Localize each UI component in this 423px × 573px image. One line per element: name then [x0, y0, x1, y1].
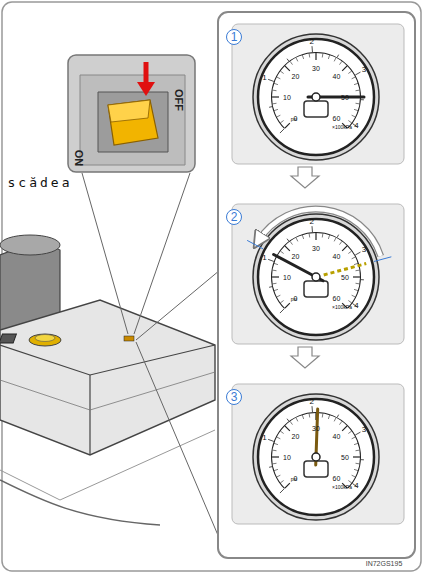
unit-label: psi: [291, 297, 297, 302]
psi-scale-number: 10: [283, 274, 291, 281]
switch-inset: [68, 55, 195, 172]
unit-label: ×100kPa: [332, 485, 352, 490]
callout-number: 3: [226, 389, 242, 405]
psi-scale-number: 20: [292, 253, 300, 260]
psi-scale-number: 20: [292, 433, 300, 440]
pressure-gauge: [232, 384, 404, 524]
step-arrow: [291, 167, 319, 368]
unit-label: psi: [291, 477, 297, 482]
bar-scale-number: 4: [354, 302, 358, 310]
psi-scale-number: 40: [333, 73, 341, 80]
bar-scale-number: 3: [362, 246, 366, 254]
psi-scale-number: 50: [341, 94, 349, 101]
bar-scale-number: 2: [309, 398, 313, 406]
switch-label: ON: [73, 150, 84, 167]
bar-scale-number: 3: [362, 426, 366, 434]
psi-scale-number: 60: [333, 294, 341, 301]
psi-scale-number: 10: [283, 94, 291, 101]
callout-number: 1: [226, 29, 242, 45]
psi-scale-number: 30: [312, 425, 320, 432]
bar-scale-number: 2: [309, 218, 313, 226]
bar-scale-number: 2: [309, 38, 313, 46]
callout-number: 2: [226, 209, 242, 225]
psi-scale-number: 50: [341, 274, 349, 281]
psi-scale-number: 40: [333, 433, 341, 440]
unit-label: ×100kPa: [332, 125, 352, 130]
bar-scale-number: 4: [354, 482, 358, 490]
gauge-panel: [218, 12, 415, 558]
psi-scale-number: 50: [341, 454, 349, 461]
bar-scale-number: 1: [262, 74, 266, 82]
unit-label: psi: [291, 117, 297, 122]
bar-scale-number: 4: [354, 122, 358, 130]
psi-scale-number: 30: [312, 245, 320, 252]
bar-scale-number: 1: [262, 434, 266, 442]
pressure-gauge: [232, 204, 404, 344]
psi-scale-number: 20: [292, 73, 300, 80]
pressure-gauge: [232, 24, 404, 164]
bar-scale-number: 1: [262, 254, 266, 262]
bar-scale-number: 3: [362, 66, 366, 74]
psi-scale-number: 60: [333, 114, 341, 121]
psi-scale-number: 60: [333, 474, 341, 481]
leader-line: [82, 173, 220, 540]
psi-scale-number: 40: [333, 253, 341, 260]
compressor: [0, 235, 215, 525]
overlay-text: scădea: [7, 176, 74, 189]
figure-code: IN72GS195: [366, 560, 403, 567]
switch-label: OFF: [173, 89, 184, 111]
psi-scale-number: 10: [283, 454, 291, 461]
unit-label: ×100kPa: [332, 305, 352, 310]
psi-scale-number: 30: [312, 65, 320, 72]
